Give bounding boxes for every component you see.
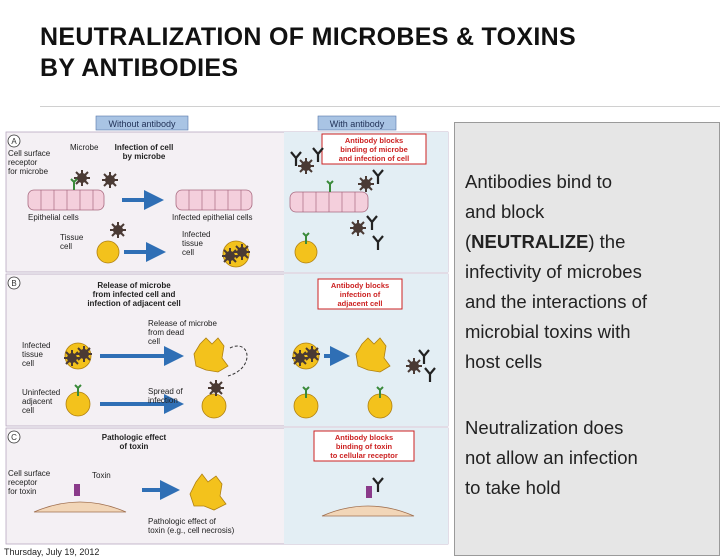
dead-cell-b — [355, 337, 391, 373]
label-microbe: Microbe — [70, 143, 99, 152]
label-infected-tissue-b: Infected — [22, 341, 50, 350]
panel-c: C Pathologic effect of toxin Cell surfac… — [5, 427, 449, 545]
neutralization-figure: Without antibody With antibody A Infecti… — [5, 115, 449, 545]
label-cell-surface-receptor: Cell surface — [8, 149, 51, 158]
label-infected-tissue-3: cell — [182, 248, 194, 257]
neutralize-keyword: NEUTRALIZE — [471, 231, 589, 252]
label-uninfected-cell: Uninfected — [22, 388, 60, 397]
panel-c-letter: C — [11, 433, 17, 442]
panel-b: B Release of microbe from infected cell … — [5, 273, 449, 427]
label-infected-tissue-b-2: tissue — [22, 350, 43, 359]
label-release-from-dead-3: cell — [148, 337, 160, 346]
toxin-icon — [366, 486, 372, 498]
label-cell-surface-receptor-3: for microbe — [8, 167, 49, 176]
microbe-icon — [405, 357, 423, 375]
label-infected-epithelial: Infected epithelial cells — [172, 213, 253, 222]
panel-a: A Infection of cell by microbe Cell surf… — [5, 131, 449, 273]
label-release-from-dead-2: from dead — [148, 328, 184, 337]
label-pathologic-effect-toxin: Pathologic effect of — [148, 517, 217, 526]
dead-cell — [193, 337, 229, 373]
label-antibody-blocks-a: Antibody blocks — [345, 136, 403, 145]
label-release-from-dead: Release of microbe — [148, 319, 217, 328]
infected-epithelial-cells — [175, 189, 253, 211]
paren-open: ( — [465, 231, 472, 252]
label-infected-tissue-b-3: cell — [22, 359, 34, 368]
label-tissue-cell-2: cell — [60, 242, 72, 251]
label-toxin-receptor: Cell surface — [8, 469, 51, 478]
label-antibody-blocks-a-2: binding of microbe — [340, 145, 408, 154]
newly-infected-cell — [201, 393, 227, 419]
label-release-of-microbe: Release of microbe — [97, 281, 171, 290]
label-antibody-blocks-c-3: to cellular receptor — [330, 451, 398, 460]
slide-title-line-2: BY ANTIBODIES — [40, 54, 239, 82]
explanation-line: host cells — [465, 351, 543, 372]
cell-membrane — [33, 501, 127, 513]
label-uninfected-cell-2: adjacent — [22, 397, 53, 406]
panel-a-letter: A — [11, 137, 17, 146]
explanation-line: microbial toxins with — [465, 321, 631, 342]
label-epithelial-cells: Epithelial cells — [28, 213, 79, 222]
label-release-of-microbe-2: from infected cell and — [93, 290, 176, 299]
label-spread-of-infection-2: infection — [148, 396, 178, 405]
microbe-icon — [221, 247, 239, 265]
label-antibody-blocks-c-2: binding of toxin — [336, 442, 393, 451]
explanation-box: Antibodies bind to and block (NEUTRALIZE… — [454, 122, 720, 556]
label-cell-surface-receptor-2: receptor — [8, 158, 38, 167]
label-infected-tissue-2: tissue — [182, 239, 203, 248]
paren-rest: ) the — [588, 231, 626, 252]
explanation-line: to take hold — [465, 477, 561, 498]
explanation-line: Antibodies bind to — [465, 171, 613, 192]
microbe-icon — [63, 349, 81, 367]
explanation-line: Neutralization does — [465, 417, 624, 438]
title-divider — [40, 106, 720, 107]
label-infection-of-cell: Infection of cell — [115, 143, 174, 152]
label-spread-of-infection: Spread of — [148, 387, 183, 396]
tissue-cell — [96, 240, 120, 264]
label-antibody-blocks-c: Antibody blocks — [335, 433, 393, 442]
slide-title-line-1: NEUTRALIZATION OF MICROBES & TOXINS — [40, 23, 576, 51]
microbe-icon — [291, 349, 309, 367]
label-antibody-blocks-b: Antibody blocks — [331, 281, 389, 290]
label-tissue-cell: Tissue — [60, 233, 84, 242]
header-with-antibody: With antibody — [330, 119, 385, 129]
toxin-icon — [74, 484, 80, 496]
explanation-line: and block — [465, 201, 545, 222]
label-release-of-microbe-3: infection of adjacent cell — [87, 299, 180, 308]
microbe-icon — [75, 345, 93, 363]
label-pathologic-effect: Pathologic effect — [102, 433, 167, 442]
microbe-icon — [109, 221, 127, 239]
explanation-line: infectivity of microbes — [465, 261, 642, 282]
label-pathologic-effect-toxin-2: toxin (e.g., cell necrosis) — [148, 526, 235, 535]
microbe-icon — [303, 345, 321, 363]
label-antibody-blocks-b-3: adjacent cell — [337, 299, 382, 308]
label-toxin: Toxin — [92, 471, 111, 480]
header-without-antibody: Without antibody — [108, 119, 176, 129]
label-toxin-receptor-2: receptor — [8, 478, 38, 487]
microbe-icon — [73, 169, 91, 187]
necrotic-cell — [189, 473, 227, 511]
microbe-icon — [297, 157, 315, 175]
slide-title: NEUTRALIZATION OF MICROBES & TOXINS BY A… — [40, 22, 700, 84]
label-toxin-receptor-3: for toxin — [8, 487, 36, 496]
microbe-icon — [207, 379, 225, 397]
microbe-icon — [101, 171, 119, 189]
explanation-line-neutralize: (NEUTRALIZE) the — [465, 231, 625, 253]
label-infected-tissue: Infected — [182, 230, 210, 239]
epithelial-cells — [27, 189, 105, 211]
explanation-line: not allow an infection — [465, 447, 638, 468]
label-antibody-blocks-a-3: and infection of cell — [339, 154, 409, 163]
label-antibody-blocks-b-2: infection of — [340, 290, 381, 299]
cell-membrane-protected — [321, 505, 415, 517]
microbe-icon — [357, 175, 375, 193]
epithelial-cells-protected — [289, 191, 369, 213]
explanation-line: and the interactions of — [465, 291, 648, 312]
tissue-cell-protected — [294, 240, 318, 264]
label-infection-of-cell-2: by microbe — [123, 152, 166, 161]
slide-footer-date: Thursday, July 19, 2012 — [4, 547, 100, 557]
microbe-icon — [233, 243, 251, 261]
microbe-icon — [349, 219, 367, 237]
panel-b-letter: B — [11, 279, 16, 288]
label-uninfected-cell-3: cell — [22, 406, 34, 415]
label-pathologic-effect-2: of toxin — [120, 442, 149, 451]
